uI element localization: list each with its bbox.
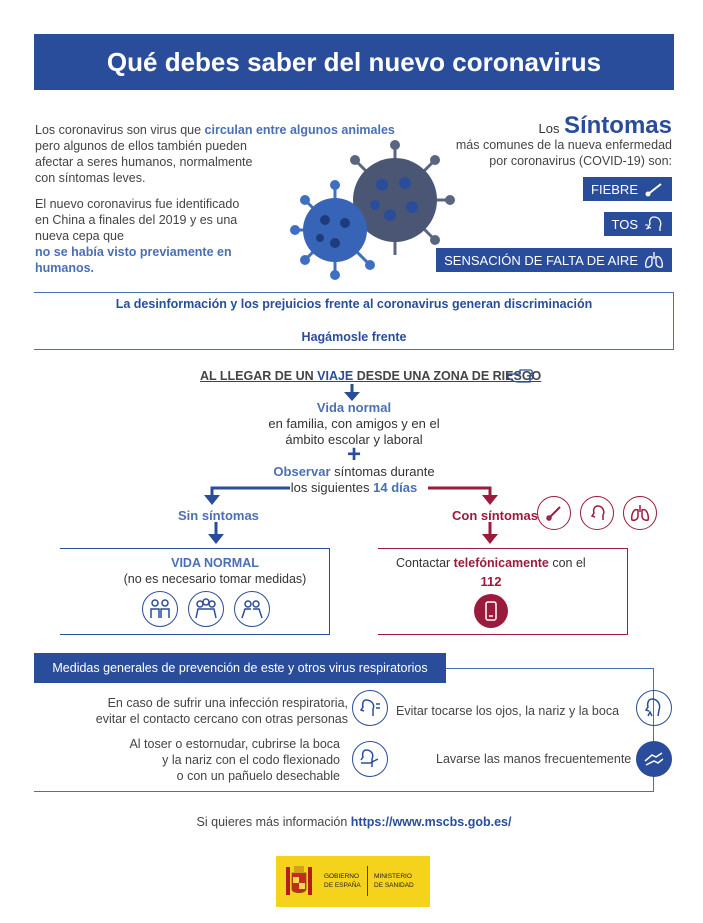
distance-icon xyxy=(352,690,388,726)
prevention-box-top xyxy=(440,668,654,669)
vida-normal-text-2: ámbito escolar y laboral xyxy=(285,432,423,447)
family-icon xyxy=(142,591,178,627)
con-sintomas-label: Con síntomas xyxy=(452,508,538,523)
hand-washing-icon xyxy=(636,741,672,777)
sin-sintomas-label: Sin síntomas xyxy=(178,508,259,523)
down-arrow-right-icon xyxy=(482,522,498,544)
branch-arrow-right xyxy=(428,486,498,505)
symptom-label: TOS xyxy=(611,216,639,232)
contact-text-a: Contactar xyxy=(396,556,454,570)
contact-text: Contactar telefónicamente con el xyxy=(396,555,628,571)
symptom-cough: TOS xyxy=(603,212,672,236)
friends-icon xyxy=(188,591,224,627)
observar-label: Observar xyxy=(273,464,331,479)
contact-text-c: con el xyxy=(548,556,586,570)
vida-normal-caps: VIDA NORMAL xyxy=(171,556,259,570)
measure-text: o con un pañuelo desechable xyxy=(176,769,340,783)
gov-label-line: GOBIERNO xyxy=(324,873,360,880)
measure-text: evitar el contacto cercano con otras per… xyxy=(95,712,348,726)
page-title: Qué debes saber del nuevo coronavirus xyxy=(34,34,674,90)
symptoms-prefix: Los xyxy=(538,121,560,136)
branch-arrow-left xyxy=(204,486,290,505)
more-info-link[interactable]: https://www.mscbs.gob.es/ xyxy=(350,815,512,829)
measure-no-touch-face: Evitar tocarse los ojos, la nariz y la b… xyxy=(396,704,620,718)
arrival-text: DESDE UNA ZONA DE RIESGO xyxy=(353,369,542,383)
down-arrow-left-icon xyxy=(208,522,224,544)
gov-label-line: DE ESPAÑA xyxy=(324,882,361,889)
thermometer-icon xyxy=(645,183,662,197)
prevention-box xyxy=(34,668,654,792)
no-measures-text: (no es necesario tomar medidas) xyxy=(123,572,307,586)
more-info: Si quieres más información https://www.m… xyxy=(34,815,674,829)
vida-normal-text-1: en familia, con amigos y en el xyxy=(268,416,440,431)
measure-text: Al toser o estornudar, cubrirse la boca xyxy=(129,737,340,751)
cough-symptom-icon xyxy=(580,496,614,530)
arrival-text: AL LLEGAR DE UN xyxy=(200,369,318,383)
measure-cover-cough: Al toser o estornudar, cubrirse la boca … xyxy=(60,736,340,784)
symptom-fever: FIEBRE xyxy=(583,177,672,201)
symptoms-heading: Los Síntomas xyxy=(440,112,672,140)
symptoms-title: Síntomas xyxy=(563,112,672,139)
touch-face-icon xyxy=(636,690,672,726)
ministry-label-line: DE SANIDAD xyxy=(374,882,414,889)
intro-text: pero algunos de ellos también pueden afe… xyxy=(35,139,253,185)
lungs-symptom-icon xyxy=(623,496,657,530)
school-icon xyxy=(234,591,270,627)
symptom-label: FIEBRE xyxy=(591,181,638,197)
observar-text: los siguientes xyxy=(290,480,374,495)
arrival-heading: AL LLEGAR DE UN VIAJE DESDE UNA ZONA DE … xyxy=(200,368,541,384)
cough-icon xyxy=(645,216,662,231)
prevention-header: Medidas generales de prevención de este … xyxy=(34,653,446,683)
observar-days: 14 días xyxy=(373,480,418,495)
no-symptoms-box xyxy=(60,548,330,635)
measure-wash-hands: Lavarse las manos frecuentemente xyxy=(436,752,632,766)
intro-paragraph-2: El nuevo coronavirus fue identificado en… xyxy=(35,196,255,276)
symptom-shortness-breath: SENSACIÓN DE FALTA DE AIRE xyxy=(436,248,672,272)
down-arrow-icon xyxy=(344,384,360,401)
logo-divider xyxy=(367,866,368,896)
emergency-number: 112 xyxy=(480,574,502,589)
intro-paragraph-1: Los coronavirus son virus que circulan e… xyxy=(35,122,395,138)
discrimination-call: Hagámosle frente xyxy=(301,330,407,344)
gov-label: GOBIERNO DE ESPAÑA xyxy=(324,872,361,890)
observar-line-1: Observar síntomas durante xyxy=(244,464,464,480)
ministry-label-line: MINISTERIO xyxy=(374,873,412,880)
intro-highlight: no se había visto previamente en humanos… xyxy=(35,245,232,275)
measure-text: y la nariz con el codo flexionado xyxy=(162,753,340,767)
observar-text: síntomas durante xyxy=(330,464,435,479)
contact-highlight: telefónicamente xyxy=(453,556,549,570)
discrimination-text: La desinformación y los prejuicios frent… xyxy=(115,297,593,311)
arrival-viaje: VIAJE xyxy=(317,369,354,383)
phone-icon xyxy=(474,594,508,628)
plus-sign: + xyxy=(346,441,361,468)
more-info-text: Si quieres más información xyxy=(196,815,351,829)
symptom-label: SENSACIÓN DE FALTA DE AIRE xyxy=(444,252,638,268)
coronavirus-illustration xyxy=(290,140,455,280)
lungs-icon xyxy=(645,252,663,268)
pointing-hand-icon xyxy=(507,369,534,383)
intro-text: Los coronavirus son virus que xyxy=(35,123,205,137)
intro-highlight: circulan entre algunos animales xyxy=(204,123,395,137)
coat-of-arms-icon xyxy=(286,866,312,895)
observar-line-2: los siguientes 14 días xyxy=(244,480,464,496)
intro-text: El nuevo coronavirus fue identificado en… xyxy=(35,197,240,243)
with-symptoms-box xyxy=(378,548,628,635)
measure-text: En caso de sufrir una infección respirat… xyxy=(107,696,348,710)
discrimination-box xyxy=(34,292,674,350)
ministry-label: MINISTERIO DE SANIDAD xyxy=(374,872,414,890)
elbow-cough-icon xyxy=(352,741,388,777)
intro-paragraph-1-rest: pero algunos de ellos también pueden afe… xyxy=(35,138,265,186)
thermometer-symptom-icon xyxy=(537,496,571,530)
vida-normal-title: Vida normal xyxy=(316,400,392,415)
symptoms-subtitle: más comunes de la nueva enfermedad por c… xyxy=(455,138,672,168)
measure-avoid-contact: En caso de sufrir una infección respirat… xyxy=(60,695,348,727)
